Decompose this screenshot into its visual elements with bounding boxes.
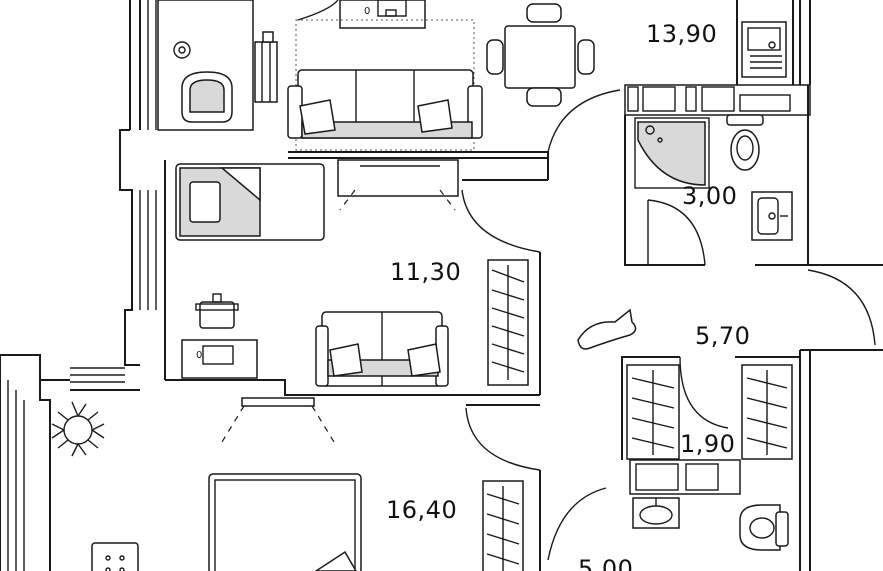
svg-text:0: 0: [196, 350, 202, 361]
wc: [547, 459, 789, 561]
bedroom: 0: [165, 158, 549, 396]
kitchen-living-room: 0: [287, 0, 621, 159]
area-label-hallway: 5,70: [695, 322, 750, 350]
area-label-kitchen-living: 13,90: [646, 20, 717, 48]
area-label-bathroom: 3,00: [682, 182, 737, 210]
living-room: [51, 397, 541, 571]
area-label-wc: 5,00: [578, 555, 633, 571]
area-label-wardrobe: 1,90: [680, 430, 735, 458]
bathroom: [624, 0, 811, 266]
wardrobe: [621, 350, 811, 571]
area-label-bedroom: 11,30: [390, 258, 461, 286]
hallway: [577, 264, 883, 351]
area-label-living-room: 16,40: [386, 496, 457, 524]
kitchen-counter: [624, 0, 811, 116]
svg-text:0: 0: [364, 6, 370, 17]
balcony-column: [157, 0, 278, 131]
left-exterior-wall: [0, 0, 166, 571]
